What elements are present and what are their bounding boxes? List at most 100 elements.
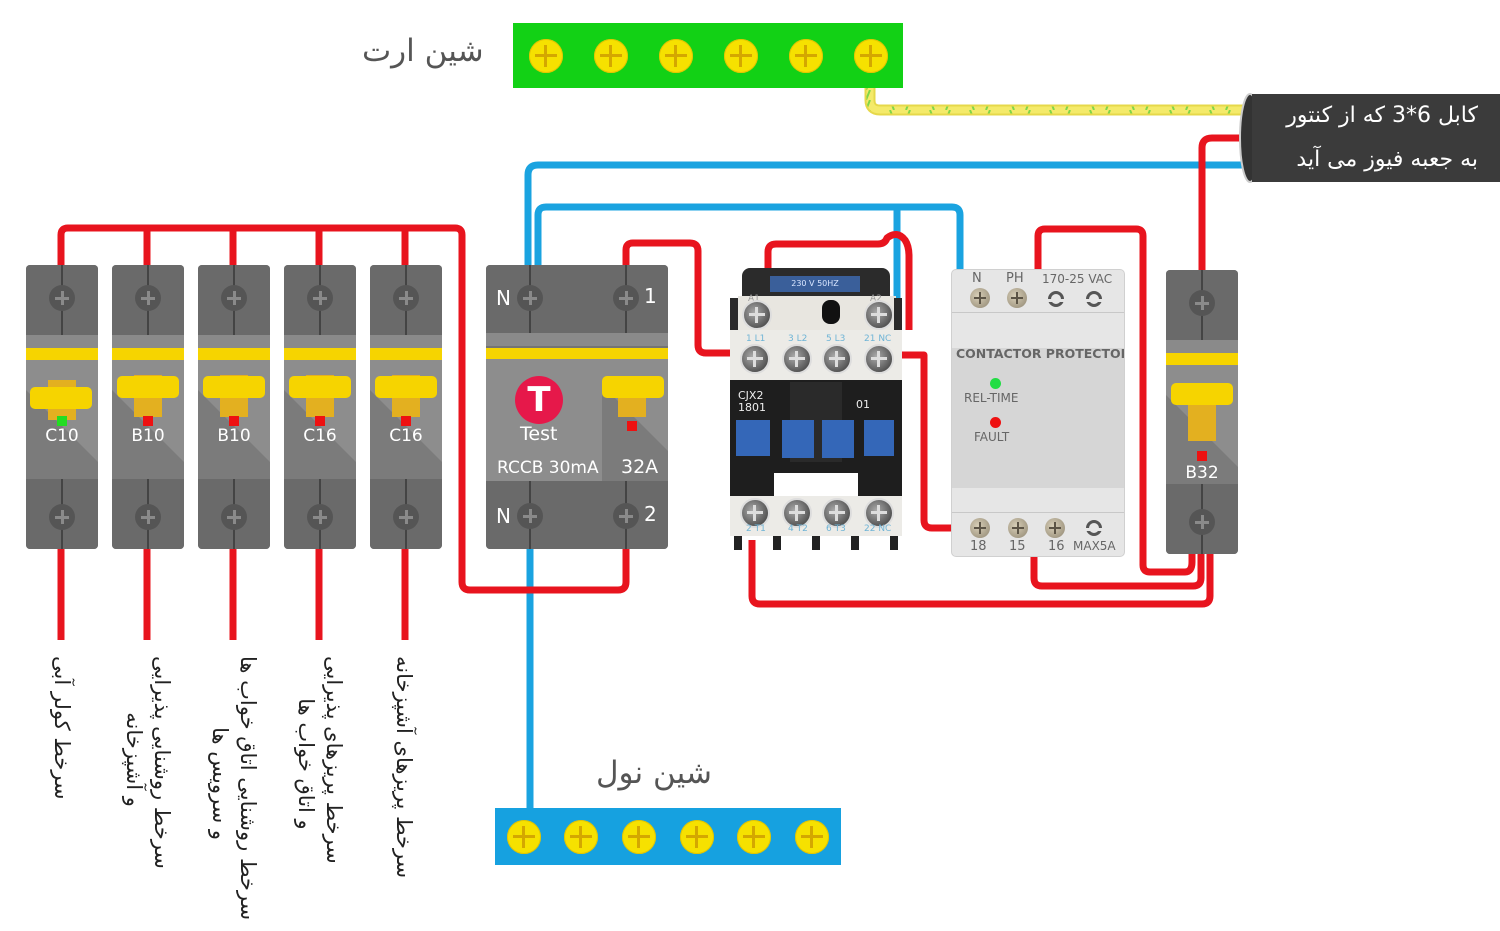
breaker-toggle[interactable] <box>203 376 265 398</box>
main-breaker-b32: B32 <box>1166 270 1238 554</box>
coil-terminal-a1[interactable] <box>742 300 772 330</box>
rccb-status-indicator <box>627 421 637 431</box>
breaker-toggle[interactable] <box>289 376 351 398</box>
circuit-label-bedroom-light: سرخط روشنایی اتاق خواب ها و سرویس ها <box>206 656 262 920</box>
breaker-top-terminal[interactable] <box>1189 290 1215 316</box>
status-indicator <box>1197 451 1207 461</box>
contactor-terminal-t3[interactable] <box>822 498 852 528</box>
contactor-terminal-l2[interactable] <box>782 344 812 374</box>
rccb-toggle[interactable] <box>602 376 664 398</box>
rccb-test-button[interactable]: T <box>515 376 563 424</box>
neutral-terminal[interactable] <box>506 819 541 854</box>
breaker-bottom-terminal[interactable] <box>1189 509 1215 535</box>
rccb-terminal-n-out[interactable] <box>517 503 543 529</box>
circuit-label-living-light: سرخط روشنایی پذیرایی و آشپزخانه <box>120 656 176 869</box>
neutral-terminal[interactable] <box>564 819 599 854</box>
contactor-protector: N PH 170-25 VAC CONTACTOR PROTECTOR REL-… <box>951 269 1125 557</box>
breaker-b10-bedroom-light: B10 <box>198 265 270 549</box>
breaker-rating: C16 <box>303 426 337 446</box>
breaker-bottom-terminal[interactable] <box>221 504 247 530</box>
phase-wire-meter <box>1198 134 1250 272</box>
contactor-terminal-21nc[interactable] <box>864 344 894 374</box>
breaker-rating: C10 <box>45 426 79 446</box>
contactor-terminal-label: 4 T2 <box>788 524 808 534</box>
contactor-model-line2: 1801 <box>738 401 766 414</box>
rccb-terminal-n-in[interactable] <box>517 285 543 311</box>
rccb-rating: 32A <box>621 456 659 478</box>
protector-terminal-empty <box>1085 520 1103 536</box>
contactor-contact-code: 01 <box>856 398 870 411</box>
breaker-c16-kitchen-sockets: C16 <box>370 265 442 549</box>
breaker-toggle[interactable] <box>117 376 179 398</box>
breaker-bottom-terminal[interactable] <box>49 504 75 530</box>
breaker-rating: B32 <box>1185 463 1219 483</box>
protector-terminal-15[interactable] <box>1008 518 1028 538</box>
protector-terminal-empty <box>1047 291 1065 307</box>
breaker-rating: C16 <box>389 426 423 446</box>
circuit-label-line: سرخط روشنایی اتاق خواب ها <box>236 656 260 921</box>
contactor-terminal-22nc[interactable] <box>864 498 894 528</box>
rccb-type-label: RCCB 30mA <box>497 458 599 478</box>
earth-terminal[interactable] <box>658 38 693 73</box>
neutral-terminal[interactable] <box>737 819 772 854</box>
breaker-bottom-terminal[interactable] <box>393 504 419 530</box>
breaker-top-terminal[interactable] <box>393 285 419 311</box>
neutral-terminal[interactable] <box>795 819 830 854</box>
earth-terminal[interactable] <box>528 38 563 73</box>
protector-label-max: MAX5A <box>1073 539 1116 553</box>
protector-terminal-18[interactable] <box>970 518 990 538</box>
contactor-terminal-t2[interactable] <box>782 498 812 528</box>
coil-terminal-a2[interactable] <box>864 300 894 330</box>
rccb-terminal-2[interactable] <box>613 503 639 529</box>
earth-bus <box>513 23 903 88</box>
contactor-terminal-l1[interactable] <box>740 344 770 374</box>
circuit-label-line: و سرویس ها <box>208 727 232 841</box>
breaker-bottom-terminal[interactable] <box>307 504 333 530</box>
neutral-bus-label: شین نول <box>596 755 712 791</box>
breaker-toggle[interactable] <box>375 376 437 398</box>
contactor-terminal-label: 21 NC <box>864 334 892 344</box>
phase-wire-protector-18 <box>902 351 978 532</box>
cable-label-line2: به جعبه فیوز می آید <box>1296 147 1478 172</box>
circuit-label-line: سرخط روشنایی پذیرایی <box>150 656 174 869</box>
contactor-terminal-t1[interactable] <box>740 498 770 528</box>
breaker-toggle[interactable] <box>30 387 92 409</box>
led-realtime <box>990 378 1001 389</box>
protector-terminal-empty <box>1085 291 1103 307</box>
phase-wire-contactor-out <box>748 540 1214 608</box>
protector-label-ph: PH <box>1006 271 1024 286</box>
neutral-terminal[interactable] <box>622 819 657 854</box>
protector-terminal-n[interactable] <box>970 288 990 308</box>
coil-voltage-label: 230 V 50HZ <box>770 276 860 292</box>
breaker-top-terminal[interactable] <box>135 285 161 311</box>
breaker-top-terminal[interactable] <box>221 285 247 311</box>
contactor-terminal-label: 5 L3 <box>826 334 846 344</box>
contactor-terminal-label: 1 L1 <box>746 334 766 344</box>
coil-terminal-a2-label: A2 <box>870 294 882 304</box>
earth-terminal[interactable] <box>788 38 823 73</box>
earth-terminal[interactable] <box>853 38 888 73</box>
contactor-terminal-l3[interactable] <box>822 344 852 374</box>
status-indicator <box>57 416 67 426</box>
rccb-label-n-top: N <box>496 286 511 310</box>
contactor: 230 V 50HZ A1 A2 1 L1 3 L2 5 L3 21 NC CJ… <box>730 268 902 550</box>
rccb-terminal-1[interactable] <box>613 285 639 311</box>
contactor-model-line1: CJX2 <box>738 389 764 402</box>
breaker-rating: B10 <box>131 426 165 446</box>
breaker-toggle[interactable] <box>1171 383 1233 405</box>
neutral-bus <box>495 808 841 865</box>
rccb-label-n-bottom: N <box>496 504 511 528</box>
earth-terminal[interactable] <box>593 38 628 73</box>
protector-terminal-16[interactable] <box>1045 518 1065 538</box>
breaker-rating: B10 <box>217 426 251 446</box>
contactor-terminal-label: 6 T3 <box>826 524 846 534</box>
neutral-terminal[interactable] <box>679 819 714 854</box>
breaker-top-terminal[interactable] <box>49 285 75 311</box>
breaker-top-terminal[interactable] <box>307 285 333 311</box>
protector-terminal-ph[interactable] <box>1007 288 1027 308</box>
earth-terminal[interactable] <box>723 38 758 73</box>
breaker-bottom-terminal[interactable] <box>135 504 161 530</box>
circuit-label-line: و آشپزخانه <box>122 712 146 807</box>
protector-label-voltage: 170-25 VAC <box>1042 272 1113 286</box>
phase-wire-rccb-in <box>622 239 752 357</box>
